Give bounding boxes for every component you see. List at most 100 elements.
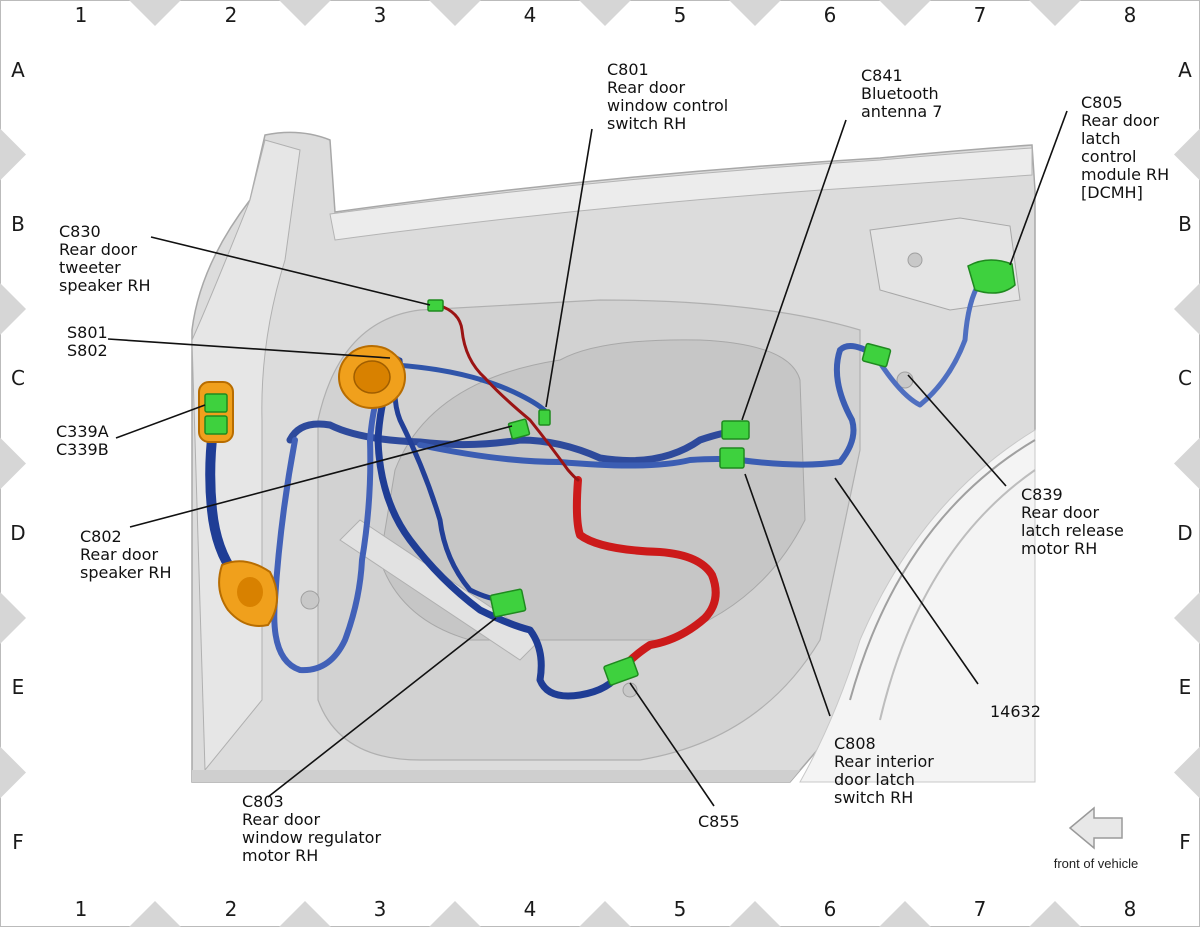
leader-lines (107, 110, 1068, 807)
col-label-top-6: 6 (824, 3, 837, 27)
row-label-left-d: D (10, 521, 25, 545)
col-label-bottom-5: 5 (674, 897, 687, 921)
grid-marker-top-6 (879, 0, 931, 26)
callout-c805-line-3: latch (1081, 129, 1120, 148)
col-label-top-4: 4 (524, 3, 537, 27)
leader-c855 (629, 682, 715, 807)
grid-marker-bottom-1 (129, 901, 181, 927)
harness-blue-pillar-run (205, 425, 240, 580)
connector-c805 (967, 259, 1016, 294)
grid-marker-left-2 (0, 283, 26, 335)
callout-c841: C841 Bluetooth antenna 7 (861, 66, 944, 121)
grid-marker-bottom-4 (579, 901, 631, 927)
col-label-bottom-8: 8 (1124, 897, 1137, 921)
callout-c801-line-1: C801 (607, 60, 649, 79)
callout-c801-line-2: Rear door (607, 78, 685, 97)
col-label-bottom-1: 1 (75, 897, 88, 921)
grid-marker-bottom-7 (1029, 901, 1081, 927)
grid-marker-right-2 (1174, 283, 1200, 335)
door-wheel-arch-curve-2 (879, 469, 1036, 721)
door-lower-sill (192, 770, 800, 782)
callout-c339: C339A C339B (56, 422, 114, 459)
callout-c805-line-2: Rear door (1081, 111, 1159, 130)
grid-marker-right-1 (1174, 128, 1200, 181)
leader-c805 (1009, 110, 1068, 266)
col-label-top-1: 1 (75, 3, 88, 27)
connector-c855 (603, 656, 639, 686)
callout-c808: C808 Rear interior door latch switch RH (834, 734, 939, 807)
col-label-bottom-6: 6 (824, 897, 837, 921)
harness-blue-main-upper (286, 420, 744, 465)
door-upper-rail (329, 147, 1033, 241)
callout-c805-line-4: control (1081, 147, 1136, 166)
row-label-left-e: E (12, 675, 25, 699)
grid-marker-top-4 (579, 0, 631, 26)
callout-c841-line-1: C841 (861, 66, 903, 85)
leader-c839 (907, 374, 1007, 487)
grid-marker-top-5 (729, 0, 781, 26)
callout-c841-line-2: Bluetooth (861, 84, 939, 103)
callout-c339-line-2: C339B (56, 440, 109, 459)
grid-marker-bottom-3 (429, 901, 481, 927)
grid-marker-left-1 (0, 128, 26, 181)
connector-c802 (507, 418, 531, 440)
harness-blue-s801-link (392, 362, 549, 415)
row-label-right-a: A (1178, 58, 1192, 82)
grid-marker-bottom-6 (879, 901, 931, 927)
connector-c339a (204, 393, 228, 413)
callout-s801-line-1: S801 (67, 323, 108, 342)
callout-c830-line-1: C830 (59, 222, 101, 241)
callout-c808-line-3: door latch (834, 770, 915, 789)
connector-c839 (861, 342, 892, 368)
callout-c803-line-3: window regulator (242, 828, 381, 847)
callout-s801-line-2: S802 (67, 341, 108, 360)
callout-c802-line-3: speaker RH (80, 563, 172, 582)
callout-c801: C801 Rear door window control switch RH (607, 60, 733, 133)
harness-red-main (572, 476, 720, 676)
callout-c841-line-3: antenna 7 (861, 102, 942, 121)
callout-c805-line-1: C805 (1081, 93, 1123, 112)
callout-c830-line-3: tweeter (59, 258, 121, 277)
leader-c830 (150, 236, 431, 306)
callout-c803-line-2: Rear door (242, 810, 320, 829)
front-of-vehicle-indicator: front of vehicle (1054, 806, 1138, 871)
harness-red (436, 303, 720, 676)
row-label-right-d: D (1177, 521, 1192, 545)
leader-c841 (741, 119, 847, 421)
door-wheel-arch-white (799, 429, 1036, 783)
callout-c801-line-3: window control (607, 96, 728, 115)
callout-c805-line-5: module RH (1081, 165, 1169, 184)
grid-marker-left-3 (0, 437, 26, 490)
leader-c801 (545, 128, 593, 408)
speaker-s801-cone (353, 360, 391, 394)
connector-c803 (489, 588, 527, 618)
row-label-right-f: F (1179, 830, 1191, 854)
door-mount-hole-1 (300, 590, 320, 610)
col-label-bottom-4: 4 (524, 897, 537, 921)
callout-c808-line-2: Rear interior (834, 752, 934, 771)
callout-c839-line-2: Rear door (1021, 503, 1099, 522)
grid-marker-left-4 (0, 592, 26, 644)
connector-c808 (719, 447, 745, 469)
leader-c802 (129, 425, 513, 528)
callout-c839-line-4: motor RH (1021, 539, 1097, 558)
grid-marker-top-2 (279, 0, 331, 26)
connector-c801 (538, 409, 551, 426)
arrow-left-icon (1068, 806, 1123, 850)
door-diagonal-brace (339, 519, 541, 661)
grid-marker-top-1 (129, 0, 181, 26)
connectors (204, 259, 1016, 686)
col-label-top-8: 8 (1124, 3, 1137, 27)
harness-blue-speaker-loop (374, 358, 624, 700)
door-mount-hole-4 (907, 252, 923, 268)
callout-c830-line-2: Rear door (59, 240, 137, 259)
connector-c830 (427, 299, 444, 312)
callout-s801: S801 S802 (67, 323, 113, 360)
door-wheel-arch-curve (849, 439, 1036, 701)
callout-c805-line-6: [DCMH] (1081, 183, 1143, 202)
leader-c339 (115, 404, 206, 439)
callout-c808-line-4: switch RH (834, 788, 913, 807)
col-label-top-7: 7 (974, 3, 987, 27)
harness-blue-main-lower (417, 343, 878, 469)
